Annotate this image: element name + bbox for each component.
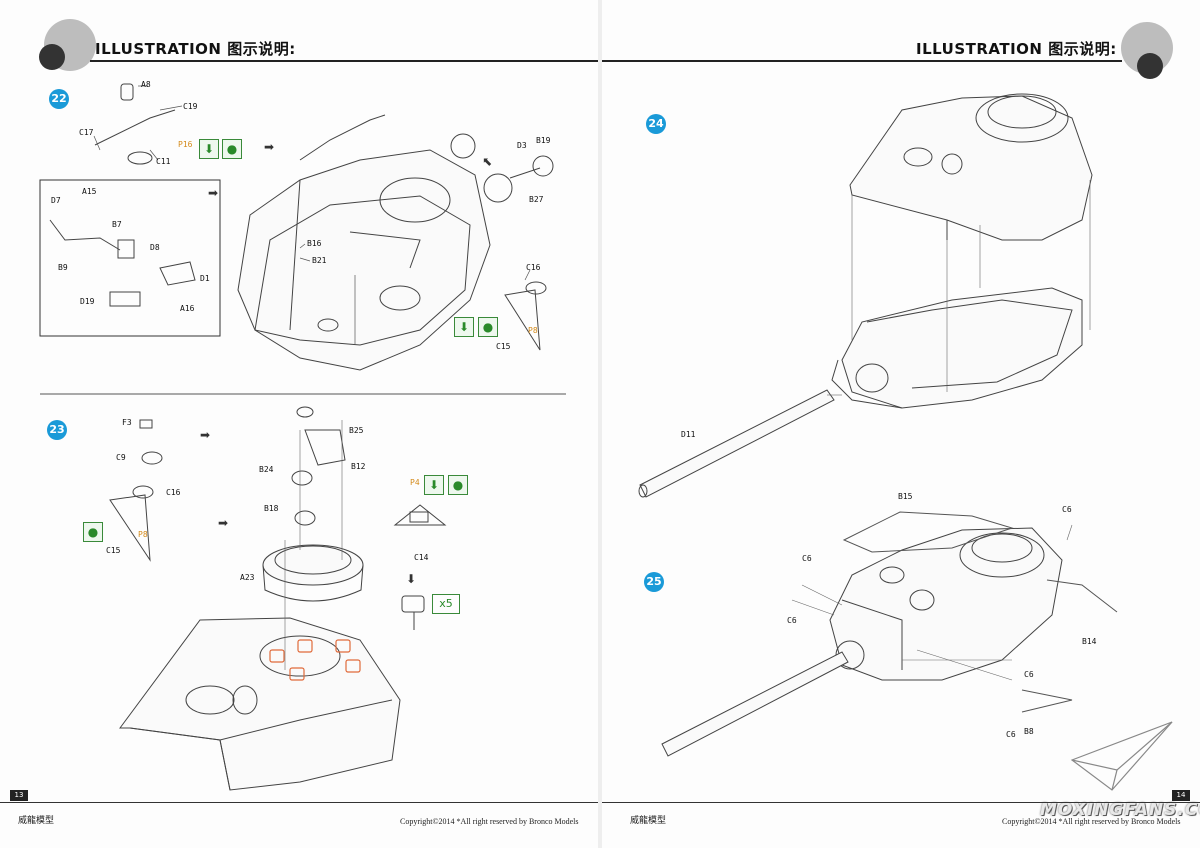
part-label: B19 xyxy=(536,136,551,145)
part-label: B18 xyxy=(264,504,279,513)
turret-bottom-24 xyxy=(831,287,1083,409)
page-number: 14 xyxy=(1172,790,1190,801)
part-label: B12 xyxy=(351,462,366,471)
part-label: C17 xyxy=(79,128,94,137)
gun-barrel-24 xyxy=(638,389,835,498)
part-label-orange: P16 xyxy=(178,140,193,149)
part-label: C15 xyxy=(106,546,121,555)
part-label: D1 xyxy=(200,274,210,283)
part-label: D3 xyxy=(517,141,527,150)
part-label: B9 xyxy=(58,263,68,272)
part-label: C15 xyxy=(496,342,511,351)
part-label: A8 xyxy=(141,80,151,89)
part-label: C11 xyxy=(156,157,171,166)
gun-barrel-25 xyxy=(661,651,849,757)
part-label: D7 xyxy=(51,196,61,205)
footer-copyright: Copyright©2014 *All right reserved by Br… xyxy=(1002,817,1181,826)
glue-drop-icon: ● xyxy=(222,139,242,159)
step-arrow-icon: ➡ xyxy=(200,428,211,442)
footer-copyright: Copyright©2014 *All right reserved by Br… xyxy=(400,817,579,826)
turret-assembly-25 xyxy=(829,527,1063,681)
page-header-title: ILLUSTRATION 图示说明: xyxy=(95,40,296,58)
part-label: C6 xyxy=(1062,505,1072,514)
part-label: A23 xyxy=(240,573,255,582)
part-label: B21 xyxy=(312,256,327,265)
left-page-drawing xyxy=(39,19,566,791)
header-rule xyxy=(602,60,1122,62)
part-label-orange: P8 xyxy=(528,326,538,335)
part-label: C14 xyxy=(414,553,429,562)
part-label: B25 xyxy=(349,426,364,435)
step-arrow-icon: ➡ xyxy=(264,140,275,154)
step-arrow-icon: ⬇ xyxy=(406,572,417,586)
step-badge-25: 25 xyxy=(644,572,664,592)
part-label: D8 xyxy=(150,243,160,252)
turret-top-24 xyxy=(849,93,1093,241)
part-label: B27 xyxy=(529,195,544,204)
quantity-badge: x5 xyxy=(432,594,460,614)
glue-drop-icon: ● xyxy=(448,475,468,495)
part-label: B15 xyxy=(898,492,913,501)
turret-interior-22 xyxy=(237,149,491,371)
guide-lines-23 xyxy=(284,420,343,670)
step-badge-22: 22 xyxy=(49,89,69,109)
part-label-orange: P4 xyxy=(410,478,420,487)
footer-brand: 威龍模型 xyxy=(18,815,55,825)
part-label: F3 xyxy=(122,418,132,427)
part-label: C9 xyxy=(116,453,126,462)
cement-arrow-icon: ⬇ xyxy=(199,139,219,159)
page-number: 13 xyxy=(10,790,28,801)
glue-drop-icon: ● xyxy=(83,522,103,542)
cupola-ring-23 xyxy=(262,406,364,602)
part-label: C6 xyxy=(802,554,812,563)
header-rule xyxy=(90,60,598,62)
step-arrow-icon: ➡ xyxy=(208,186,219,200)
page-header-title: ILLUSTRATION 图示说明: xyxy=(916,40,1117,58)
roof-plate-25 xyxy=(842,511,1014,553)
parts-sketch-23 xyxy=(109,419,447,630)
part-label: B14 xyxy=(1082,637,1097,646)
part-label: D11 xyxy=(681,430,696,439)
part-label: C6 xyxy=(1006,730,1016,739)
footer-brand: 威龍模型 xyxy=(630,815,667,825)
guide-lines-24 xyxy=(827,180,1091,396)
part-label: A16 xyxy=(180,304,195,313)
step-badge-23: 23 xyxy=(47,420,67,440)
header-circle-dark xyxy=(1137,53,1163,79)
part-label: B16 xyxy=(307,239,322,248)
part-label: C19 xyxy=(183,102,198,111)
part-label: B8 xyxy=(1024,727,1034,736)
part-label: B7 xyxy=(112,220,122,229)
part-label: C6 xyxy=(787,616,797,625)
header-circle-dark xyxy=(39,44,65,70)
right-page: ILLUSTRATION 图示说明: 24 D11 25 B15 C6 C6 C… xyxy=(602,0,1200,848)
rails-25 xyxy=(1021,579,1118,713)
part-label: D19 xyxy=(80,297,95,306)
part-label-orange: P8 xyxy=(138,530,148,539)
right-page-drawing xyxy=(638,22,1173,791)
left-page: ILLUSTRATION 图示说明: 22 A8 C19 C17 P16 C11… xyxy=(0,0,598,848)
step-arrow-icon: ➡ xyxy=(218,516,229,530)
part-label: A15 xyxy=(82,187,97,196)
step-badge-24: 24 xyxy=(646,114,666,134)
paper-plane-logo xyxy=(1070,721,1173,791)
part-label: C16 xyxy=(166,488,181,497)
leader-lines-22 xyxy=(93,85,531,345)
cement-arrow-icon: ⬇ xyxy=(454,317,474,337)
subassembly-box xyxy=(39,179,221,337)
parts-sketch-22 xyxy=(49,83,554,351)
cement-arrow-icon: ⬇ xyxy=(424,475,444,495)
watermark-text: MOXINGFANS.COM xyxy=(1040,800,1200,820)
part-label: B24 xyxy=(259,465,274,474)
glue-drop-icon: ● xyxy=(478,317,498,337)
page-gutter xyxy=(598,0,602,848)
part-label: C6 xyxy=(1024,670,1034,679)
part-label: C16 xyxy=(526,263,541,272)
turret-roof-23 xyxy=(119,617,401,791)
footer-rule xyxy=(0,802,598,803)
periscope-highlights-23 xyxy=(269,639,361,681)
guide-lines-25 xyxy=(791,524,1073,681)
footer-rule xyxy=(602,802,1200,803)
